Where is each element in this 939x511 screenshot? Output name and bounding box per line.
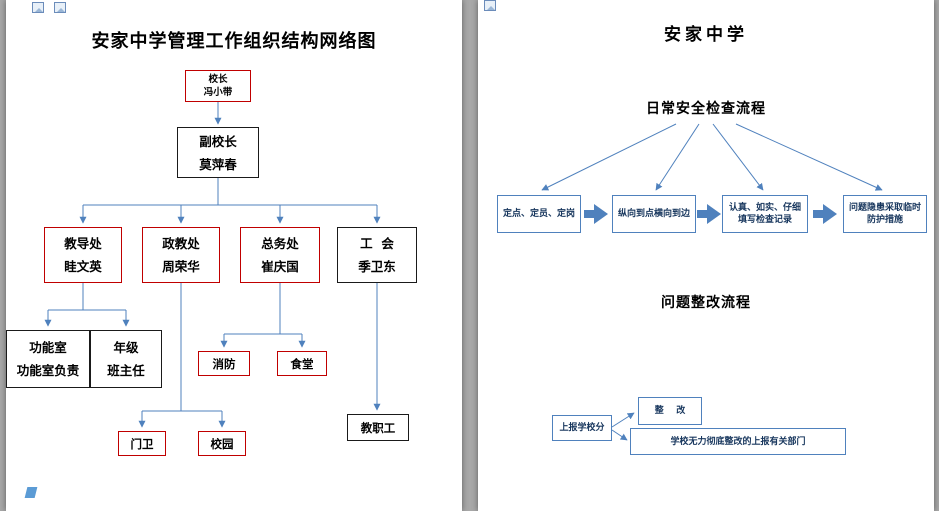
node-label: 教职工 (360, 420, 396, 435)
org-node-dept-jiaodao[interactable]: 教导处 眭文英 (44, 227, 122, 283)
flow-node-label: 上报学校分 (559, 423, 605, 433)
node-label: 消防 (212, 356, 236, 371)
node-title: 教导处 (64, 236, 102, 251)
org-node-gate[interactable]: 门卫 (118, 431, 166, 456)
flow-node-rectify[interactable]: 整 改 (638, 397, 702, 425)
embedded-object-icon (54, 2, 66, 13)
flow-step-4[interactable]: 问题隐患采取临时防护措施 (843, 195, 927, 233)
org-node-staff[interactable]: 教职工 (347, 414, 409, 441)
node-title: 政教处 (162, 236, 200, 251)
node-label: 门卫 (130, 436, 154, 451)
school-title: 安家中学 (664, 25, 748, 45)
flow-step-1[interactable]: 定点、定员、定岗 (497, 195, 581, 233)
node-line2: 功能室负责 (16, 363, 80, 378)
org-node-function-room[interactable]: 功能室 功能室负责 (6, 330, 90, 388)
org-node-dept-zongwu[interactable]: 总务处 崔庆国 (240, 227, 320, 283)
org-node-dept-union[interactable]: 工 会 季卫东 (337, 227, 417, 283)
node-title: 总务处 (261, 236, 299, 251)
org-node-dept-zhengjiao[interactable]: 政教处 周荣华 (142, 227, 220, 283)
node-line1: 功能室 (29, 340, 67, 355)
node-line2: 班主任 (107, 363, 145, 378)
flow-step-label: 认真、如实、仔细填写检查记录 (728, 203, 801, 225)
page-right: 安家中学 日常安全检查流程 定点、定员、定 (478, 0, 934, 511)
org-node-fire[interactable]: 消防 (198, 351, 250, 376)
org-node-vice-principal[interactable]: 副校长 莫萍春 (177, 127, 259, 178)
node-title: 工 会 (360, 236, 394, 251)
node-title: 校长 (208, 74, 228, 85)
node-name: 冯小带 (203, 87, 233, 98)
node-name: 眭文英 (64, 259, 102, 274)
flow-step-label: 纵向到点横向到边 (617, 209, 690, 219)
page-left: 安家中学管理工作组织结构网络图 (6, 0, 462, 511)
org-node-campus[interactable]: 校园 (198, 431, 246, 456)
flow-node-escalate[interactable]: 学校无力彻底整改的上报有关部门 (630, 428, 846, 455)
node-name: 季卫东 (358, 259, 396, 274)
node-title: 副校长 (199, 133, 237, 149)
node-name: 莫萍春 (199, 156, 237, 172)
node-label: 食堂 (290, 356, 314, 371)
node-label: 校园 (210, 436, 234, 451)
flow-step-2[interactable]: 纵向到点横向到边 (612, 195, 696, 233)
node-line1: 年级 (113, 340, 139, 355)
flow-step-label: 定点、定员、定岗 (502, 209, 575, 219)
flow-node-label: 学校无力彻底整改的上报有关部门 (670, 436, 806, 447)
rectification-flow-title: 问题整改流程 (661, 295, 751, 311)
flow-node-report[interactable]: 上报学校分 (552, 415, 612, 441)
node-name: 周荣华 (162, 259, 200, 274)
flow-step-label: 问题隐患采取临时防护措施 (848, 203, 921, 225)
org-node-principal[interactable]: 校长 冯小带 (185, 70, 251, 102)
org-node-grade[interactable]: 年级 班主任 (90, 330, 162, 388)
drawing-anchor-icon (24, 487, 38, 498)
embedded-object-icon (32, 2, 44, 13)
embedded-object-icon (484, 0, 496, 11)
inspection-flow-title: 日常安全检查流程 (646, 101, 766, 117)
node-name: 崔庆国 (261, 259, 299, 274)
org-chart-title: 安家中学管理工作组织结构网络图 (91, 31, 377, 52)
flow-step-3[interactable]: 认真、如实、仔细填写检查记录 (722, 195, 808, 233)
org-node-canteen[interactable]: 食堂 (277, 351, 327, 376)
flow-node-label: 整 改 (654, 406, 686, 416)
